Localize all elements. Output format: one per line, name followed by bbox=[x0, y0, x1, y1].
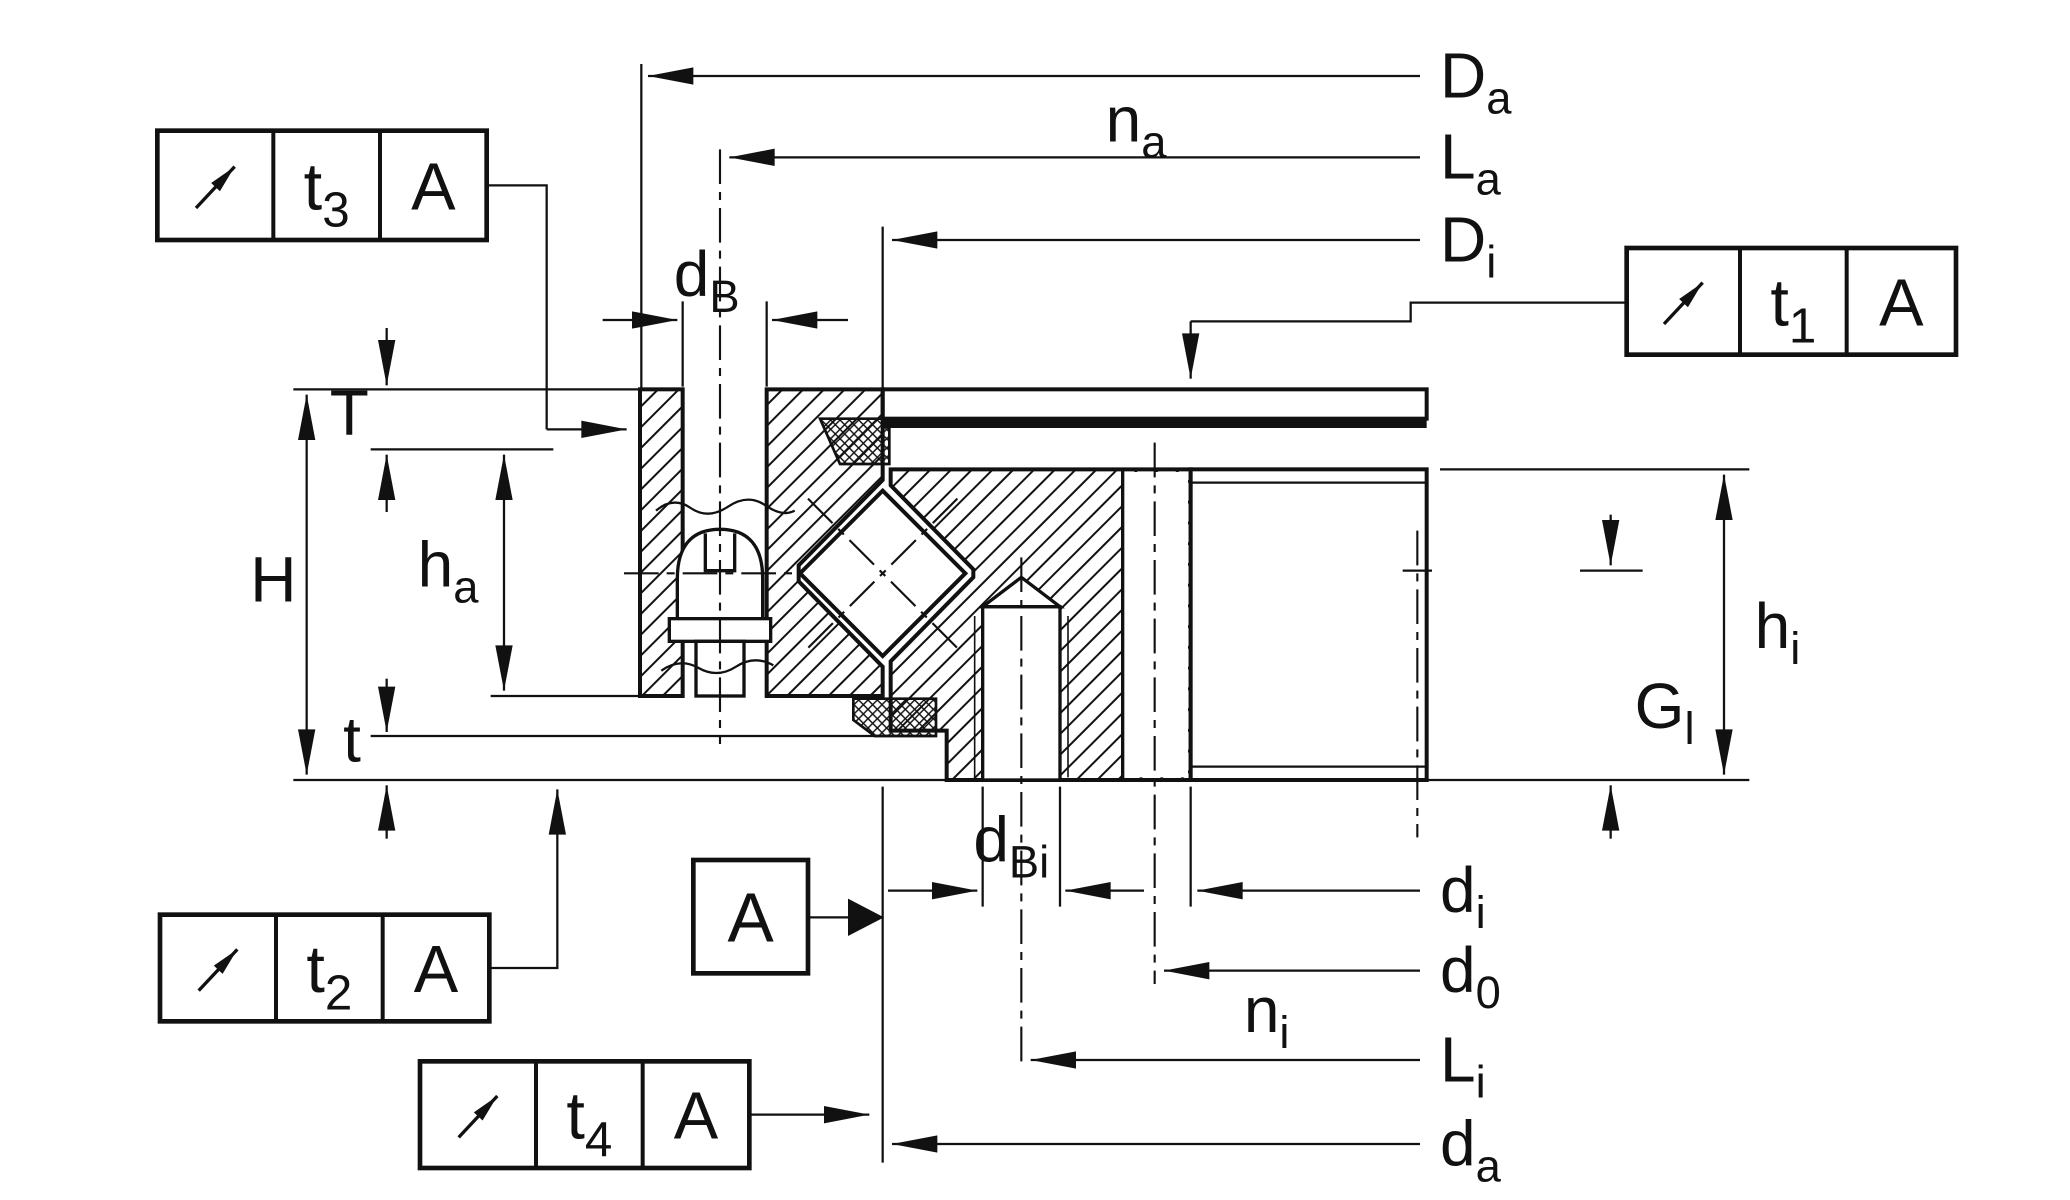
dimension-labels: Da na La Di dB T H ha t hi Gl dBi di d0 … bbox=[250, 39, 1800, 1191]
dim-label-La: La bbox=[1440, 121, 1502, 205]
dim-label-d0: d0 bbox=[1440, 934, 1501, 1018]
leader-lines bbox=[486, 184, 1627, 1124]
dim-label-na: na bbox=[1106, 83, 1168, 167]
dim-label-Di: Di bbox=[1440, 203, 1496, 287]
dimension-arrows bbox=[298, 67, 1733, 1153]
inner-ring-top-strip bbox=[880, 387, 1429, 428]
tolerance-label: t4 bbox=[566, 1080, 612, 1167]
datum-reference-label: A bbox=[414, 933, 459, 1007]
circular-runout-icon bbox=[197, 948, 239, 992]
circular-runout-icon bbox=[457, 1094, 499, 1139]
feature-frame-t1: t1 A bbox=[1624, 245, 1959, 357]
dim-label-t: t bbox=[343, 703, 361, 775]
dim-label-H: H bbox=[250, 543, 296, 615]
tolerance-label: t3 bbox=[304, 150, 350, 237]
leader-t1 bbox=[1190, 301, 1627, 323]
datum-reference-label: A bbox=[411, 150, 456, 224]
datum-flag-label: A bbox=[728, 878, 775, 956]
circular-runout-icon bbox=[194, 165, 236, 210]
upper-seal bbox=[817, 417, 891, 466]
inner-ring-side-view bbox=[1188, 467, 1432, 782]
tolerance-label: t1 bbox=[1770, 266, 1816, 353]
centerlines bbox=[624, 149, 1419, 1070]
leader-t3 bbox=[486, 184, 548, 430]
dim-label-dBi: dBi bbox=[973, 803, 1049, 887]
dim-label-dB: dB bbox=[674, 238, 740, 322]
extension-lines bbox=[293, 64, 1750, 1163]
dim-label-ha: ha bbox=[418, 529, 480, 613]
seals bbox=[817, 417, 938, 738]
dim-label-Li: Li bbox=[1440, 1023, 1486, 1107]
break-line bbox=[660, 659, 774, 675]
dim-label-hi: hi bbox=[1755, 590, 1801, 674]
tolerance-label: t2 bbox=[306, 933, 352, 1020]
dim-label-di: di bbox=[1440, 854, 1486, 938]
seal-running-surface-line bbox=[882, 418, 1427, 428]
datum-flag: A bbox=[691, 857, 811, 976]
break-line bbox=[655, 498, 796, 515]
datum-triangle bbox=[848, 898, 884, 936]
datum-reference-label: A bbox=[674, 1080, 719, 1154]
roller-axis-2 bbox=[807, 497, 959, 649]
circular-runout-icon bbox=[1662, 281, 1704, 326]
dim-label-Da: Da bbox=[1440, 39, 1512, 123]
feature-frame-t3: t3 A bbox=[155, 128, 489, 243]
lower-seal bbox=[852, 697, 938, 738]
feature-frame-t2: t2 A bbox=[157, 912, 492, 1024]
datum-reference-label: A bbox=[1879, 266, 1924, 340]
dim-label-ni: ni bbox=[1244, 974, 1290, 1058]
feature-frame-t4: t4 A bbox=[417, 1058, 752, 1171]
dim-label-T: T bbox=[330, 377, 369, 449]
dim-label-Gl: Gl bbox=[1635, 670, 1695, 754]
leader-t2 bbox=[489, 789, 566, 970]
dim-label-da: da bbox=[1440, 1107, 1502, 1191]
